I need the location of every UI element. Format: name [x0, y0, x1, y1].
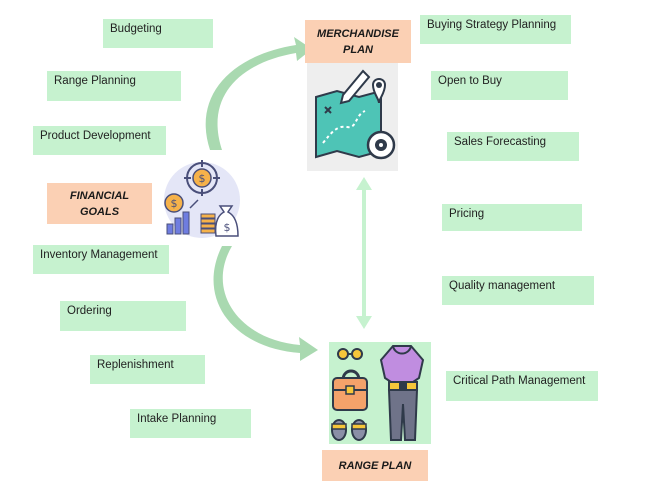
- tag-replenishment: Replenishment: [90, 355, 205, 384]
- money-growth-icon: $ $ $: [158, 158, 244, 240]
- arrow-financial-to-merchandise: [205, 37, 312, 150]
- tag-quality-management: Quality management: [442, 276, 594, 305]
- tag-inventory-management: Inventory Management: [33, 245, 169, 274]
- tag-sales-forecasting: Sales Forecasting: [447, 132, 579, 161]
- strategy-map-icon: [307, 63, 398, 171]
- tag-open-to-buy: Open to Buy: [431, 71, 568, 100]
- svg-text:$: $: [171, 197, 178, 210]
- tag-range-planning: Range Planning: [47, 71, 181, 101]
- tag-budgeting: Budgeting: [103, 19, 213, 48]
- tag-product-development: Product Development: [33, 126, 166, 155]
- arrow-financial-to-range: [213, 246, 318, 361]
- fashion-items-icon: [329, 342, 431, 444]
- arrow-merchandise-range-bidirectional: [356, 177, 372, 329]
- tag-buying-strategy-planning: Buying Strategy Planning: [420, 15, 571, 44]
- tag-pricing: Pricing: [442, 204, 582, 231]
- tag-ordering: Ordering: [60, 301, 186, 331]
- tag-critical-path-management: Critical Path Management: [446, 371, 598, 401]
- svg-text:$: $: [224, 221, 231, 234]
- range-plan-label: RANGE PLAN: [322, 450, 428, 481]
- tag-intake-planning: Intake Planning: [130, 409, 251, 438]
- svg-text:$: $: [199, 172, 206, 185]
